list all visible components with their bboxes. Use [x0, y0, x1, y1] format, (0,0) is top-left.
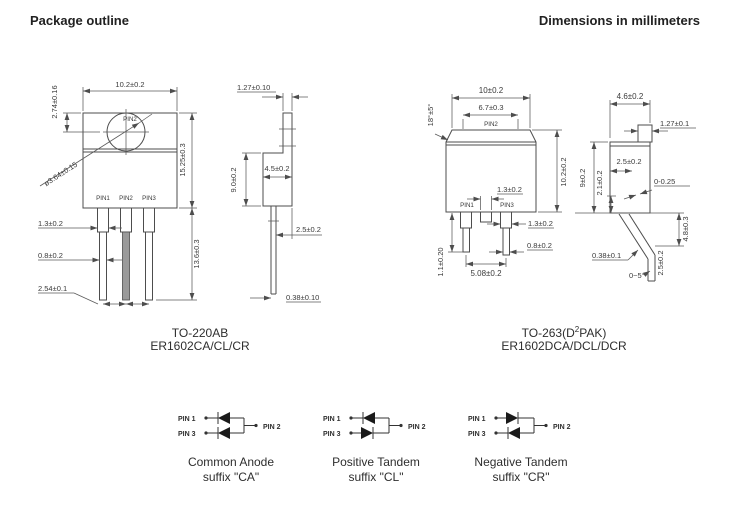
dim-label: 4.8±0.3 [681, 217, 690, 242]
pin1-label: PIN 1 [178, 416, 196, 423]
to263-package-name: TO-263(D2PAK) [464, 323, 664, 340]
pin1-label: PIN1 [96, 195, 110, 202]
dim-label: 1.27±0.10 [237, 83, 270, 92]
pin3-label: PIN 3 [468, 431, 486, 438]
dim-label: 15.25±0.3 [178, 143, 187, 176]
dim-label: 18°±5° [426, 104, 435, 127]
config-positive-tandem-caption: Positive Tandem suffix "CL" [296, 455, 456, 485]
to263-part-numbers: ER1602DCA/DCL/DCR [501, 339, 627, 353]
dim-label: 9±0.2 [578, 169, 587, 188]
pin1-label: PIN1 [460, 202, 474, 209]
dim-label: 1.3±0.2 [497, 185, 522, 194]
pin2-label: PIN 2 [408, 424, 426, 431]
config-name: Negative Tandem [474, 455, 568, 469]
config-common-anode-schematic: PIN 1 PIN 3 PIN 2 [178, 412, 281, 439]
to263-front-view: 10±0.2 6.7±0.3 PIN2 18°±5° 10.2±0.2 PIN1… [426, 86, 568, 278]
config-suffix: suffix "CR" [492, 470, 550, 484]
to263-name-sup: 2 [574, 325, 580, 334]
dim-label: 10±0.2 [479, 86, 504, 95]
to263-name-part2: PAK) [579, 326, 607, 340]
config-suffix: suffix "CL" [348, 470, 404, 484]
pin1-label: PIN 1 [468, 416, 486, 423]
to263-name-part1: TO-263(D [521, 326, 575, 340]
dim-label: 0.38±0.1 [592, 251, 621, 260]
config-suffix: suffix "CA" [202, 470, 260, 484]
to220-side-view: 1.27±0.10 4.5±0.2 9.0±0.2 2.5±0.2 0.38±0… [229, 83, 322, 303]
dim-label: 1.1±0.20 [436, 247, 445, 276]
dim-label: 10.2±0.2 [115, 80, 144, 89]
dim-label: 2.54±0.1 [38, 284, 67, 293]
to220-package-name: TO-220AB [171, 326, 229, 340]
pin2-label: PIN2 [123, 116, 137, 123]
to220-front-view: 10.2±0.2 PIN2 2.74±0.16 ø3.64±0.15 15.25… [38, 80, 201, 307]
config-negative-tandem-caption: Negative Tandem suffix "CR" [441, 455, 601, 485]
pin2-label: PIN 2 [263, 424, 281, 431]
to263-caption: TO-263(D2PAK) ER1602DCA/DCL/DCR [464, 323, 664, 353]
pin3-label: PIN3 [500, 202, 514, 209]
dim-label: 1.3±0.2 [528, 219, 553, 228]
pin2-label: PIN 2 [553, 424, 571, 431]
pin2-label: PIN2 [484, 121, 498, 128]
dim-label: 9.0±0.2 [229, 168, 238, 193]
dim-label: ø3.64±0.15 [42, 160, 79, 188]
dim-label: 13.6±0.3 [192, 239, 201, 268]
dim-label: 0.8±0.2 [527, 241, 552, 250]
dim-label: 4.6±0.2 [617, 92, 644, 101]
dim-label: 2.5±0.2 [296, 225, 321, 234]
dim-label: 4.5±0.2 [265, 164, 290, 173]
diode-symbol [218, 412, 230, 424]
diode-symbol [363, 412, 375, 424]
diode-symbol [361, 427, 373, 439]
page-title: Package outline [30, 13, 129, 28]
diode-symbol [508, 427, 520, 439]
pin3-label: PIN 3 [178, 431, 196, 438]
dim-label: 1.27±0.1 [660, 119, 689, 128]
dim-label: 0.8±0.2 [38, 251, 63, 260]
pin3-label: PIN 3 [323, 431, 341, 438]
units-note: Dimensions in millimeters [538, 13, 700, 28]
config-positive-tandem-schematic: PIN 1 PIN 3 PIN 2 [323, 412, 426, 439]
to263-side-view: 4.6±0.2 1.27±0.1 9±0.2 2.1±0.2 2.5±0.2 0… [575, 92, 696, 282]
dim-label: 5.08±0.2 [470, 269, 502, 278]
dim-label: 2.5±0.2 [656, 251, 665, 276]
config-common-anode-caption: Common Anode suffix "CA" [151, 455, 311, 485]
dim-label: 0-0.25 [654, 177, 675, 186]
pin1-label: PIN 1 [323, 416, 341, 423]
config-negative-tandem-schematic: PIN 1 PIN 3 PIN 2 [468, 412, 571, 439]
pin3-label: PIN3 [142, 195, 156, 202]
dim-label: 6.7±0.3 [479, 103, 504, 112]
to220-body-outline [82, 112, 178, 209]
config-name: Common Anode [187, 455, 275, 469]
dim-label: 1.3±0.2 [38, 219, 63, 228]
diode-symbol [218, 427, 230, 439]
dim-label: 10.2±0.2 [559, 157, 568, 186]
dim-label: 0.38±0.10 [286, 293, 319, 302]
to220-caption: TO-220AB ER1602CA/CL/CR [100, 327, 300, 353]
to220-side-outline [262, 112, 293, 207]
pin2-label: PIN2 [119, 195, 133, 202]
dim-label: 2.74±0.16 [50, 85, 59, 118]
to220-part-numbers: ER1602CA/CL/CR [150, 339, 250, 353]
diode-symbol [506, 412, 518, 424]
dim-label: 2.5±0.2 [617, 157, 642, 166]
config-name: Positive Tandem [332, 455, 420, 469]
dim-label: 0~5° [629, 271, 645, 280]
dim-label: 2.1±0.2 [595, 171, 604, 196]
to263-side-outline [609, 141, 651, 214]
